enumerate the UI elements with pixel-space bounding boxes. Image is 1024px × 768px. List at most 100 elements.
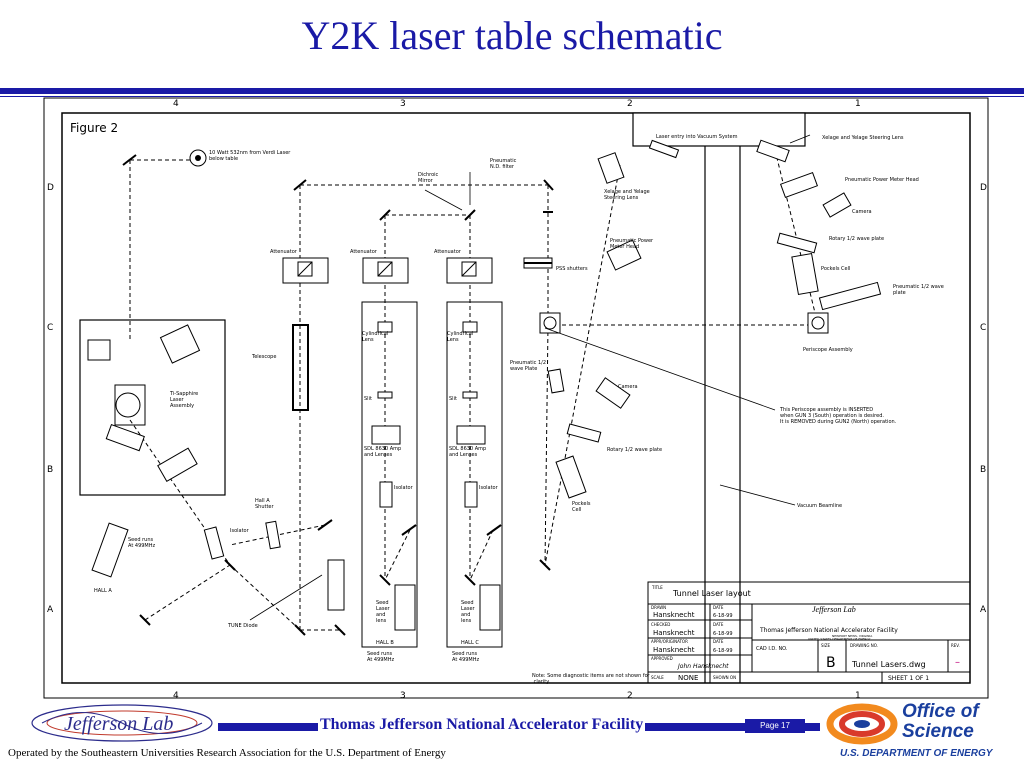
label-isolator-b: Isolator — [394, 485, 414, 491]
tb-rev-label: REV. — [951, 643, 960, 648]
diagonal-optics-left — [547, 139, 680, 499]
jefferson-lab-logo — [31, 704, 213, 742]
doe-text: U.S. DEPARTMENT OF ENERGY — [840, 748, 993, 759]
operated-by-text: Operated by the Southeastern Universitie… — [8, 747, 446, 759]
label-rotary-half-wave: Rotary 1/2 wave plate — [607, 447, 662, 453]
tb-sheet: SHEET 1 OF 1 — [888, 675, 929, 682]
tb-lab: Thomas Jefferson National Accelerator Fa… — [759, 627, 898, 634]
label-telescope: Telescope — [251, 354, 276, 360]
office-of-science-wordmark: Office of Science — [902, 702, 979, 742]
title-block-text: TITLE Tunnel Laser layout DRAWN Hansknec… — [651, 585, 960, 682]
hall-b-enclosure — [361, 301, 418, 648]
label-camera-left: Camera — [618, 384, 638, 390]
footer-band-left — [218, 723, 304, 731]
leader-lines — [249, 134, 811, 621]
periscope-assembly — [807, 312, 829, 334]
tb-scale: NONE — [678, 674, 698, 682]
title-rule-thin — [0, 96, 1024, 97]
label-slit-c: Slit — [449, 396, 457, 402]
label-hall-b: HALL B — [376, 640, 394, 646]
hall-c-enclosure — [446, 301, 503, 648]
seed-lasers — [91, 447, 281, 578]
grid-side-a-right: A — [980, 605, 987, 615]
label-isolator-c: Isolator — [479, 485, 499, 491]
ti-sapphire-enclosure — [79, 319, 226, 496]
jefferson-lab-wordmark: Jefferson Lab — [64, 713, 174, 735]
label-laser-entry: Laser entry into Vacuum System — [656, 134, 738, 140]
grid-top-2: 2 — [627, 99, 633, 109]
tb-approved2: John Hansknecht — [677, 663, 729, 670]
title-block — [647, 581, 971, 684]
ti-sapphire-crystal — [114, 384, 146, 426]
grid-bottom-2: 2 — [627, 691, 633, 701]
grid-side-b-right: B — [980, 465, 986, 475]
ti-sapphire-mount-2 — [159, 324, 201, 364]
periscope-left-optic — [543, 316, 557, 330]
oos-line-2: Science — [902, 721, 974, 742]
grid-top-3: 3 — [400, 99, 406, 109]
grid-side-c-right: C — [980, 323, 986, 333]
tb-approved-label: APPR/ORIGINATOR — [651, 639, 688, 644]
tb-rev: – — [955, 657, 960, 668]
tb-drawing-no: Tunnel Lasers.dwg — [851, 660, 926, 669]
grid-bottom-4: 4 — [173, 691, 179, 701]
label-periscope: Periscope Assembly — [803, 347, 853, 353]
periscope-optic — [811, 316, 825, 330]
tb-drawn-label: DRAWN — [651, 605, 666, 610]
label-attenuator-3: Attenuator — [434, 249, 462, 255]
label-isolator-a: Isolator — [230, 528, 250, 534]
tb-shown-label: SHOWN ON — [713, 675, 736, 680]
beam-paths — [129, 149, 819, 631]
tb-date-label-2: DATE — [713, 622, 724, 627]
label-pss-shutters: PSS shutters — [556, 266, 588, 272]
grid-side-d-right: D — [980, 183, 987, 193]
tb-date-1: 6-18-99 — [713, 613, 733, 619]
grid-side-c: C — [47, 323, 53, 333]
grid-side-b: B — [47, 465, 53, 475]
label-pockels-right: Pockels Cell — [821, 266, 850, 272]
label-attenuator-1: Attenuator — [270, 249, 298, 255]
office-of-science-emblem — [824, 702, 900, 746]
label-rotary-right: Rotary 1/2 wave plate — [829, 236, 884, 242]
tb-title-label: TITLE — [651, 585, 663, 590]
diagonal-optics-right — [756, 139, 882, 311]
label-power-meter-right: Pneumatic Power Meter Head — [845, 177, 919, 183]
page-number: Page 17 — [745, 719, 805, 733]
tb-approved2-label: APPROVED — [651, 656, 673, 661]
title-rule — [0, 88, 1024, 94]
tb-size: B — [826, 655, 836, 671]
tb-checked-label: CHECKED — [651, 622, 670, 627]
figure-label: Figure 2 — [70, 121, 118, 135]
tb-scale-label: SCALE — [651, 675, 664, 680]
tb-date-2: 6-18-99 — [713, 631, 733, 637]
drawing-border — [43, 97, 989, 699]
mirror-mounts — [122, 154, 554, 636]
drawing-inner-border — [61, 112, 971, 684]
label-hall-a: HALL A — [94, 588, 112, 594]
facility-name: Thomas Jefferson National Accelerator Fa… — [318, 716, 646, 734]
tb-checked: Hansknecht — [653, 629, 695, 637]
pss-shutter-2 — [524, 262, 552, 264]
grid-bottom-3: 3 — [400, 691, 406, 701]
tb-approved: Hansknecht — [653, 646, 695, 654]
tb-lab-sub2: UNITED STATES DEPARTMENT OF ENERGY — [808, 637, 871, 641]
ti-sapphire-mount — [87, 339, 111, 361]
ti-sapphire-optic — [115, 392, 141, 418]
vacuum-beamline — [632, 112, 806, 683]
telescope — [292, 324, 309, 411]
hall-optics — [327, 321, 501, 631]
